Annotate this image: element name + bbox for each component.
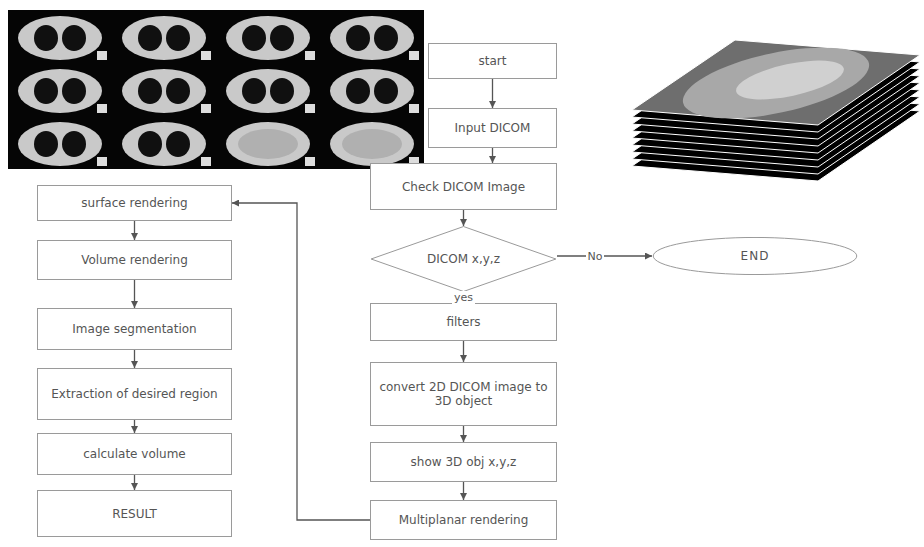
edge-label: No <box>586 250 605 263</box>
ct-slice-grid <box>8 10 424 169</box>
flow-arrow <box>463 210 464 226</box>
process-box: Extraction of desired region <box>37 368 232 420</box>
node-text: RESULT <box>112 507 157 521</box>
process-box: surface rendering <box>37 185 232 221</box>
process-box: Image segmentation <box>37 308 232 350</box>
flow-arrow <box>134 350 135 368</box>
node-text: DICOM x,y,z <box>427 252 500 266</box>
node-text: show 3D obj x,y,z <box>411 455 517 469</box>
node-text: Input DICOM <box>455 121 531 135</box>
flow-arrow <box>463 341 464 362</box>
ct-slice-stack <box>632 34 920 181</box>
process-box: Check DICOM Image <box>370 163 557 210</box>
flow-arrow <box>134 221 135 240</box>
node-text: Volume rendering <box>81 253 188 267</box>
process-box: convert 2D DICOM image to 3D object <box>370 362 557 426</box>
edge-label: yes <box>452 291 475 304</box>
flow-arrow <box>557 255 652 256</box>
node-text: END <box>741 249 770 263</box>
flow-arrow <box>492 148 493 163</box>
process-box: Input DICOM <box>428 108 557 148</box>
node-text: surface rendering <box>81 196 187 210</box>
process-box: filters <box>370 303 557 341</box>
node-text: start <box>479 54 507 68</box>
node-text: Extraction of desired region <box>51 387 217 401</box>
node-text: calculate volume <box>83 447 186 461</box>
flow-arrow <box>232 203 370 520</box>
process-box: Multiplanar rendering <box>370 500 557 540</box>
flow-arrow <box>134 280 135 308</box>
process-box: calculate volume <box>37 433 232 475</box>
process-box: start <box>428 43 557 79</box>
flow-arrow <box>463 426 464 442</box>
process-box: Volume rendering <box>37 240 232 280</box>
node-text: filters <box>446 315 480 329</box>
flow-arrow <box>134 475 135 490</box>
node-text: convert 2D DICOM image to 3D object <box>379 380 548 408</box>
terminator-oval: RESULT <box>37 490 232 537</box>
decision-diamond: DICOM x,y,z <box>370 226 557 292</box>
node-text: Image segmentation <box>72 322 196 336</box>
terminator-oval: END <box>652 237 858 275</box>
flow-arrow <box>492 79 493 108</box>
node-text: Multiplanar rendering <box>399 513 529 527</box>
node-text: Check DICOM Image <box>402 180 525 194</box>
flow-arrow <box>134 420 135 433</box>
flow-arrow <box>463 482 464 500</box>
process-box: show 3D obj x,y,z <box>370 442 557 482</box>
